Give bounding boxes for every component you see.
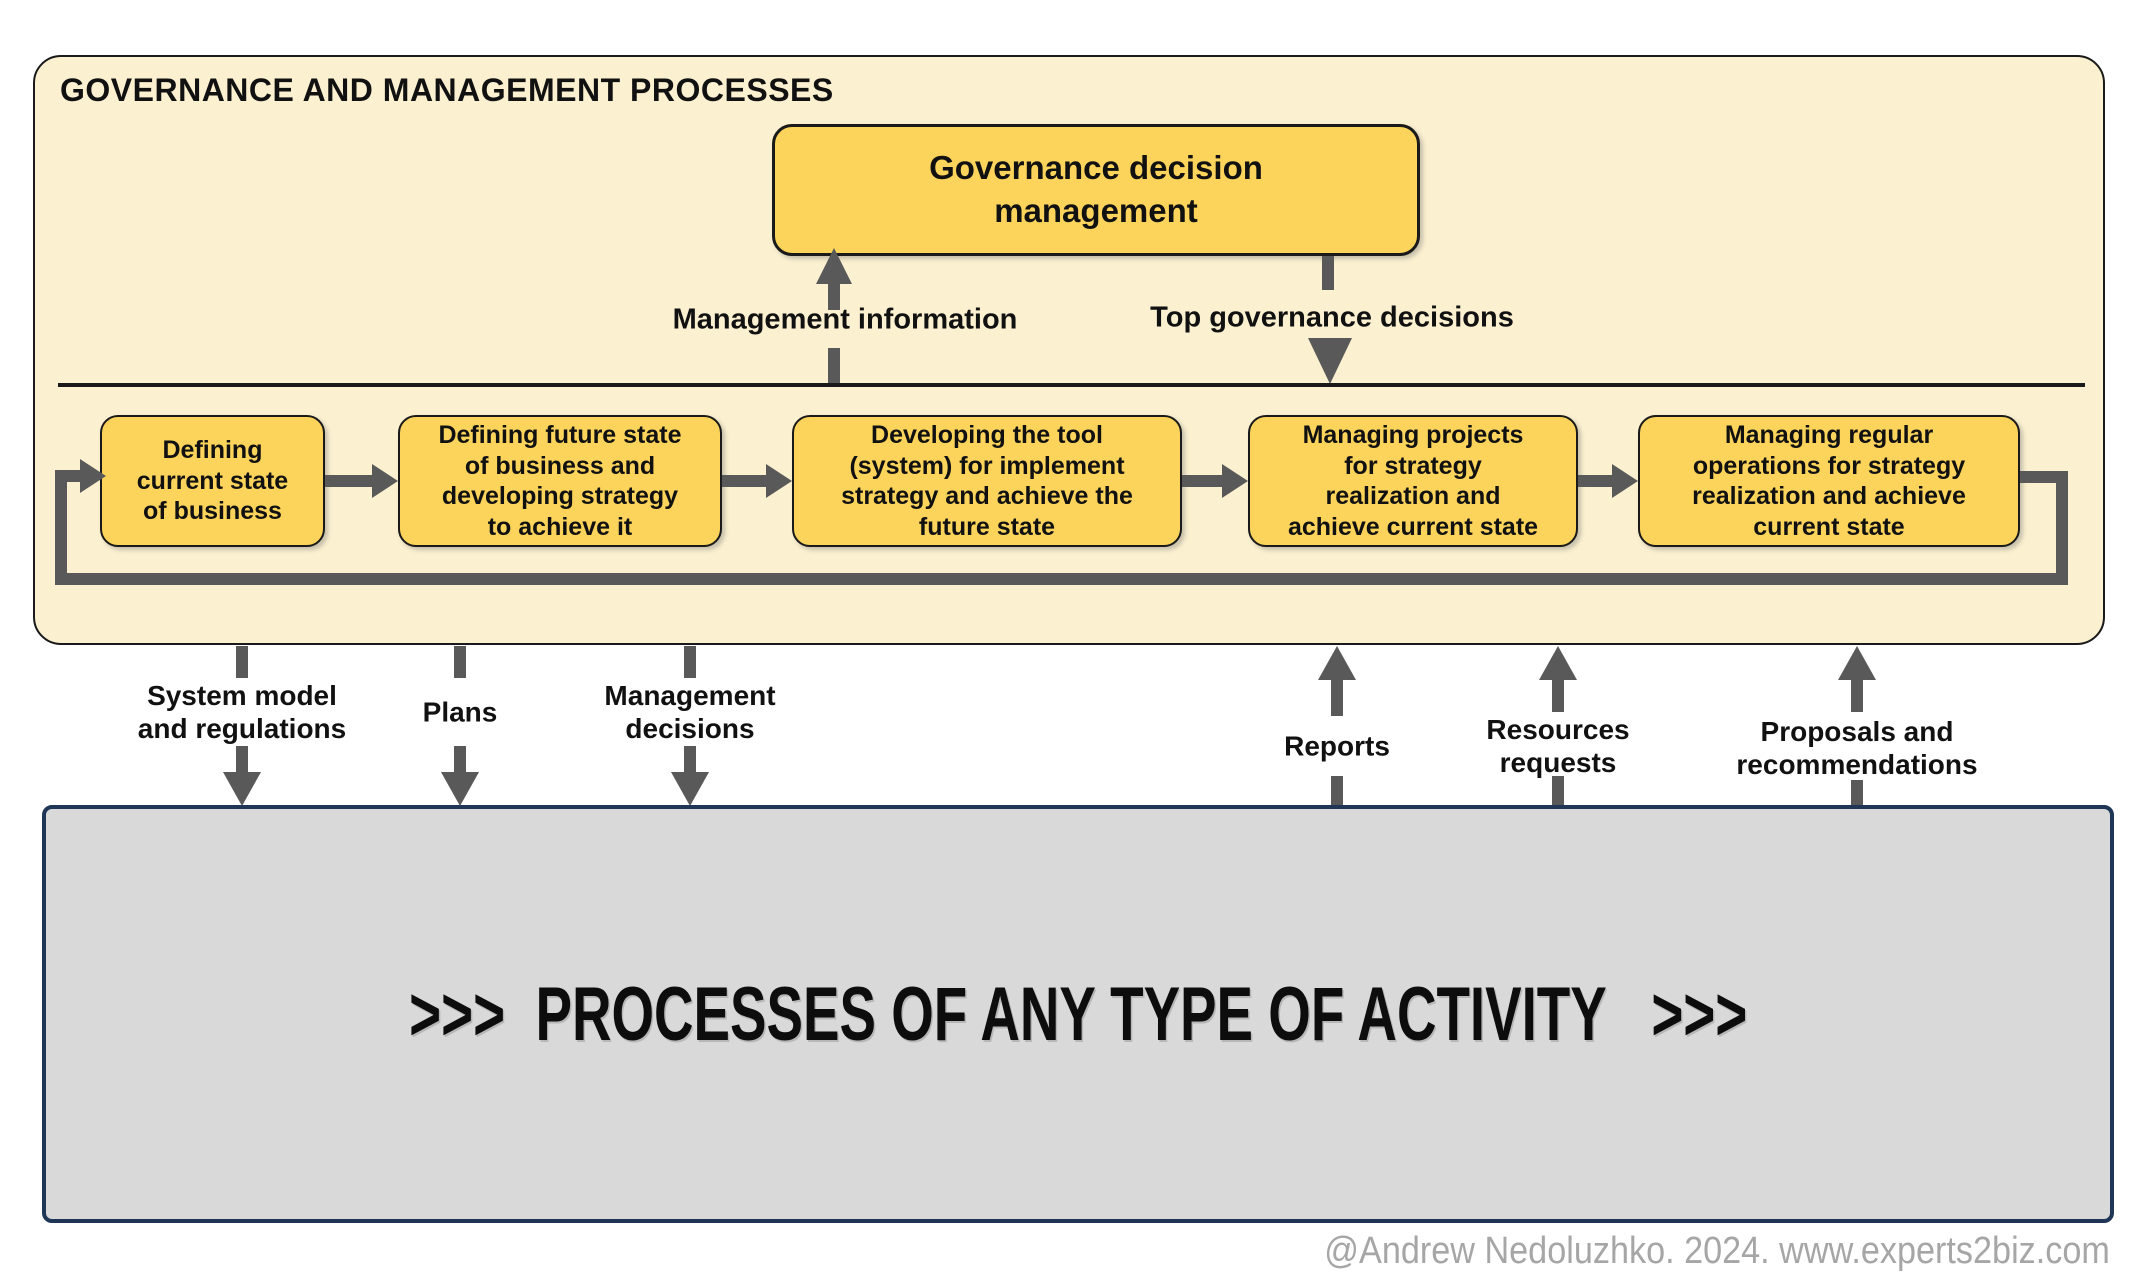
loop-arrow-right-icon bbox=[80, 459, 106, 493]
arrow-right-icon bbox=[1612, 464, 1638, 498]
separator-line bbox=[58, 383, 2085, 387]
process-box-label: Developing the tool (system) for impleme… bbox=[841, 421, 1133, 541]
process-box-defining-future-state: Defining future state of business and de… bbox=[398, 415, 722, 547]
arrow-shaft bbox=[454, 746, 466, 774]
arrow-shaft bbox=[1552, 678, 1564, 712]
label-management-information: Management information bbox=[672, 303, 1018, 336]
arrow-shaft bbox=[828, 282, 840, 310]
arrow-shaft bbox=[454, 646, 466, 678]
arrow-up-icon bbox=[1318, 646, 1356, 680]
loop-bottom-horizontal bbox=[55, 573, 2068, 585]
arrow-shaft bbox=[236, 746, 248, 774]
label-top-governance-decisions: Top governance decisions bbox=[1150, 301, 1514, 334]
arrow-up-icon bbox=[1539, 646, 1577, 680]
label-system-model: System model and regulations bbox=[137, 679, 347, 744]
arrow-shaft bbox=[1851, 780, 1863, 806]
label-management-decisions: Management decisions bbox=[604, 679, 776, 744]
process-box-managing-projects: Managing projects for strategy realizati… bbox=[1248, 415, 1578, 547]
label-proposals: Proposals and recommendations bbox=[1736, 715, 1978, 780]
arrow-down-icon bbox=[223, 772, 261, 806]
arrow-shaft bbox=[684, 746, 696, 774]
loop-right-vertical bbox=[2056, 471, 2068, 585]
arrow-down-icon bbox=[441, 772, 479, 806]
arrow-right-icon bbox=[766, 464, 792, 498]
label-resources-requests: Resources requests bbox=[1486, 713, 1630, 778]
process-box-managing-operations: Managing regular operations for strategy… bbox=[1638, 415, 2020, 547]
loop-entry-horizontal bbox=[55, 470, 83, 482]
process-box-defining-current-state: Defining current state of business bbox=[100, 415, 325, 547]
arrow-down-icon bbox=[1308, 338, 1352, 384]
activity-box: >>> PROCESSES OF ANY TYPE OF ACTIVITY >>… bbox=[42, 805, 2114, 1223]
arrow-shaft bbox=[1578, 475, 1614, 487]
arrow-shaft bbox=[828, 348, 840, 386]
arrow-down-icon bbox=[671, 772, 709, 806]
label-plans: Plans bbox=[422, 696, 498, 728]
activity-label: >>> PROCESSES OF ANY TYPE OF ACTIVITY >>… bbox=[408, 971, 1748, 1057]
arrow-up-icon bbox=[816, 248, 852, 284]
governance-decision-label: Governance decision management bbox=[929, 149, 1263, 229]
label-reports: Reports bbox=[1284, 730, 1390, 762]
panel-title: GOVERNANCE AND MANAGEMENT PROCESSES bbox=[60, 72, 834, 108]
governance-decision-box: Governance decision management bbox=[772, 124, 1420, 256]
arrow-shaft bbox=[1182, 475, 1224, 487]
process-box-label: Defining current state of business bbox=[136, 436, 289, 526]
arrow-shaft bbox=[1331, 776, 1343, 806]
arrow-shaft bbox=[1851, 678, 1863, 712]
arrow-shaft bbox=[1322, 256, 1334, 290]
arrow-shaft bbox=[236, 646, 248, 678]
process-box-developing-tool: Developing the tool (system) for impleme… bbox=[792, 415, 1182, 547]
process-box-label: Managing regular operations for strategy… bbox=[1692, 421, 1966, 541]
footer-credit: @Andrew Nedoluzhko. 2024. www.experts2bi… bbox=[1324, 1230, 2110, 1272]
process-box-label: Defining future state of business and de… bbox=[438, 421, 682, 541]
process-box-label: Managing projects for strategy realizati… bbox=[1287, 421, 1539, 541]
arrow-shaft bbox=[1552, 776, 1564, 806]
arrow-shaft bbox=[325, 475, 374, 487]
arrow-up-icon bbox=[1838, 646, 1876, 680]
loop-left-vertical bbox=[55, 470, 67, 585]
arrow-right-icon bbox=[1222, 464, 1248, 498]
arrow-shaft bbox=[722, 475, 768, 487]
arrow-shaft bbox=[1331, 678, 1343, 716]
arrow-right-icon bbox=[372, 464, 398, 498]
arrow-shaft bbox=[684, 646, 696, 678]
